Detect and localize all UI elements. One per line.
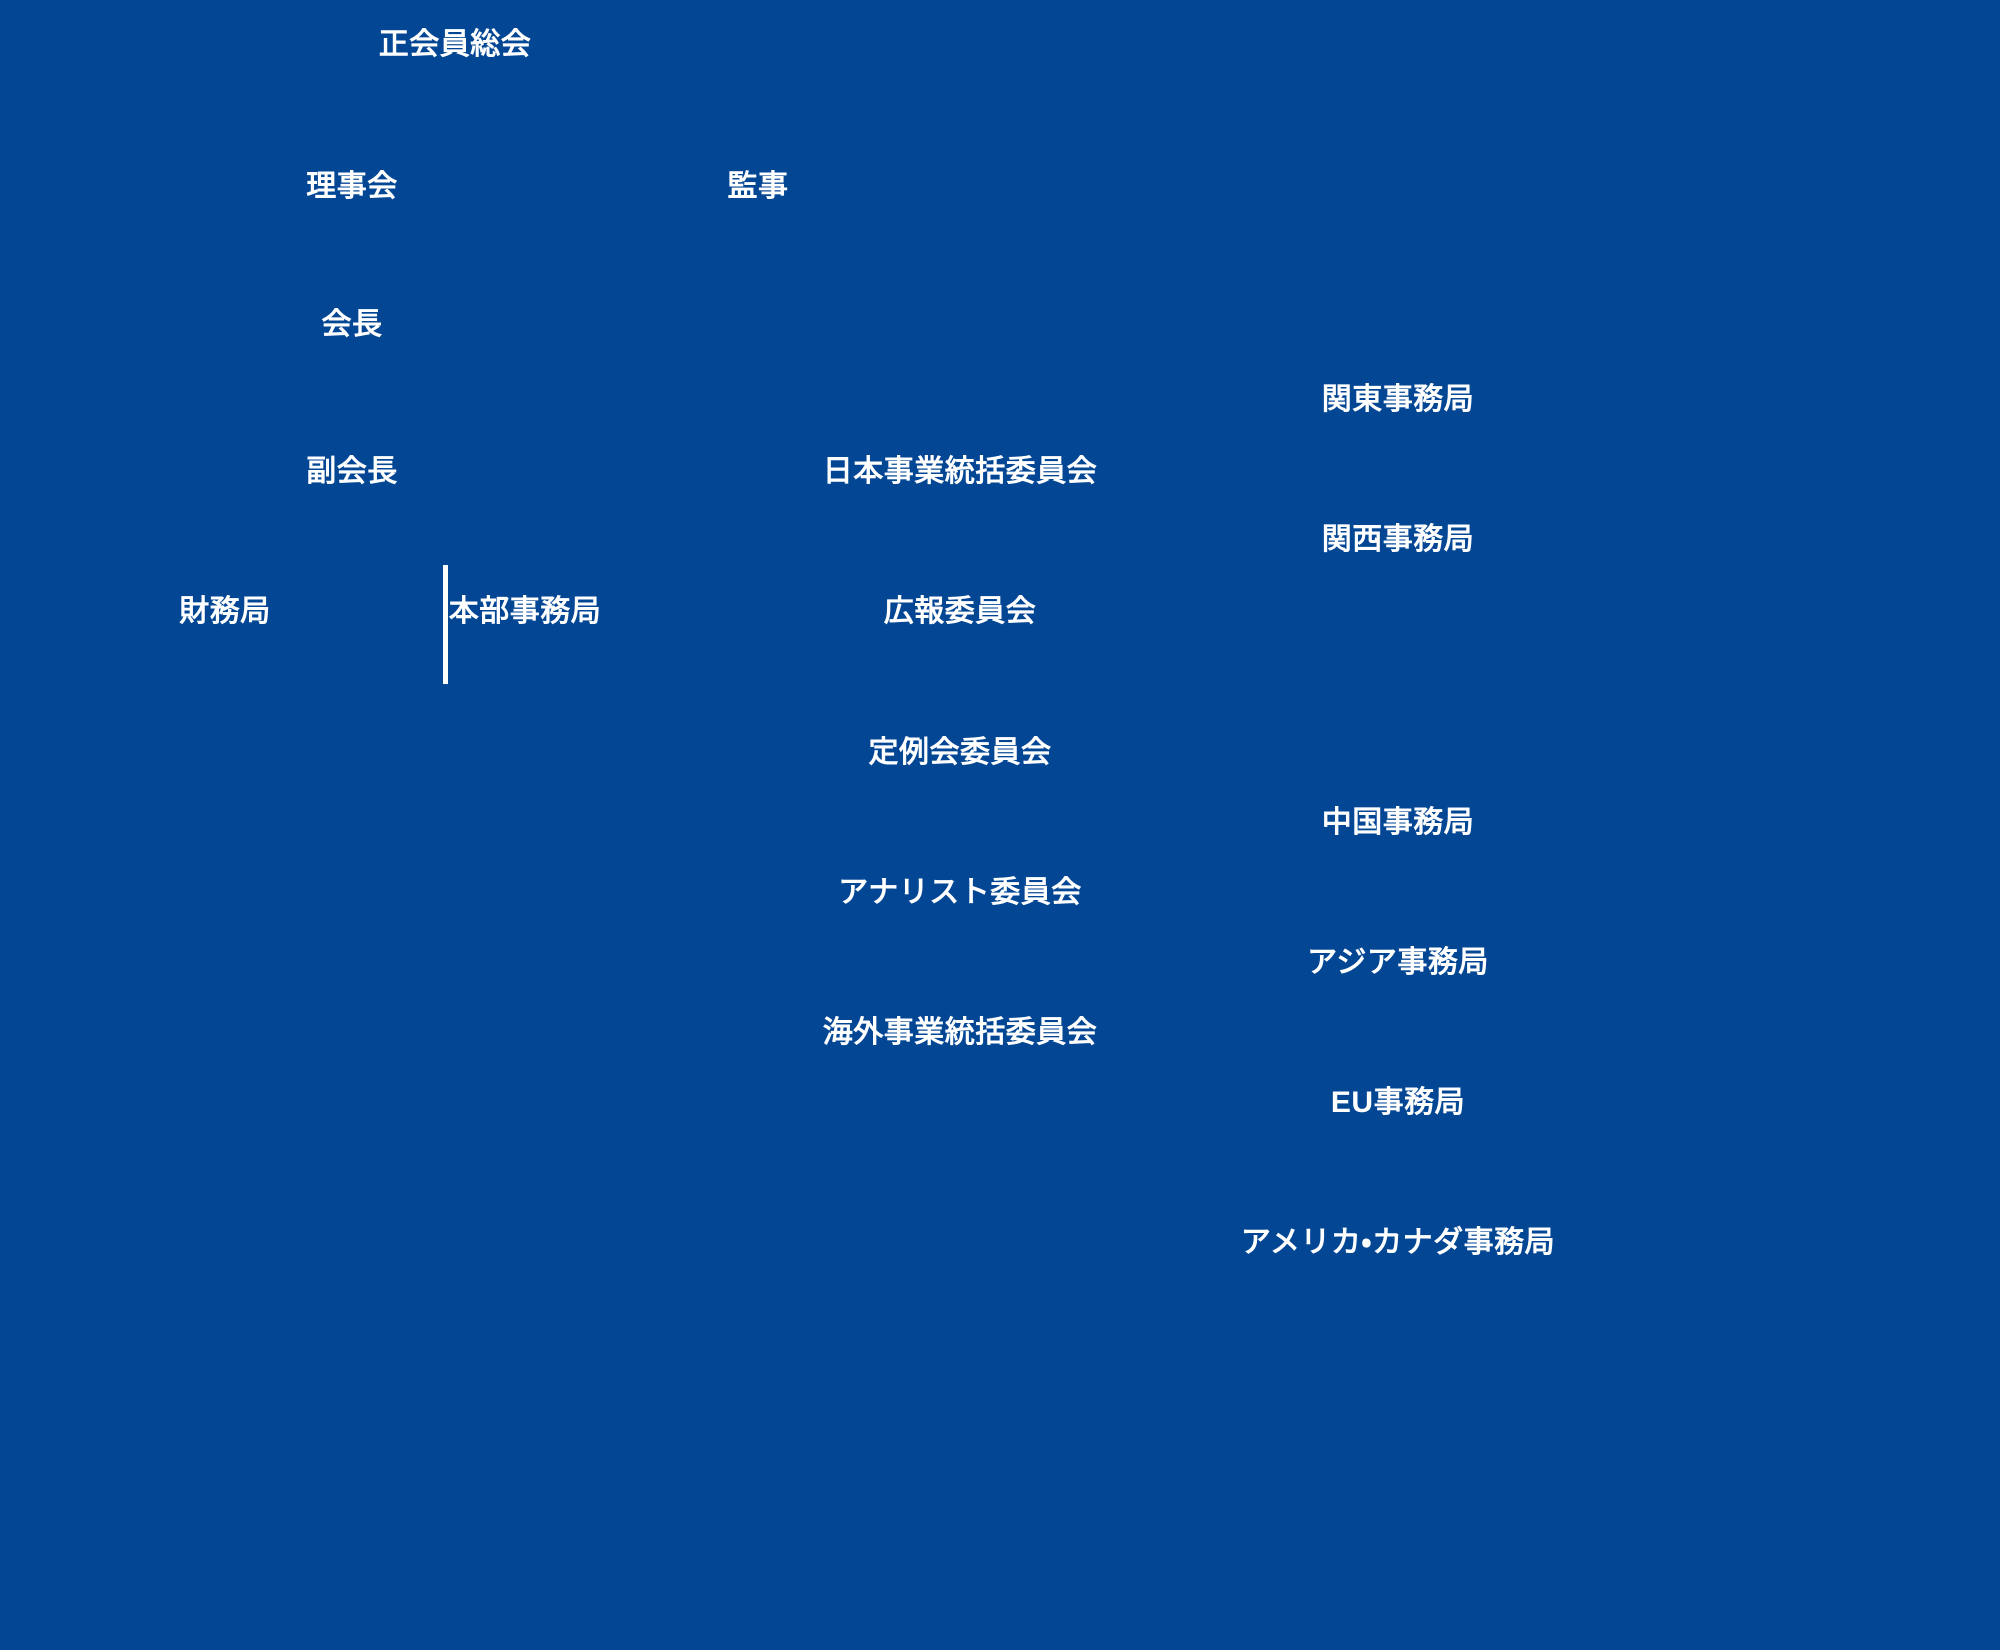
- node-president[interactable]: 会長: [321, 308, 383, 341]
- node-china-office[interactable]: 中国事務局: [1321, 806, 1475, 839]
- node-eu-office[interactable]: EU事務局: [1330, 1086, 1466, 1119]
- node-regular-meeting-committee[interactable]: 定例会委員会: [868, 736, 1052, 769]
- node-pr-committee[interactable]: 広報委員会: [883, 595, 1037, 628]
- node-board-of-directors[interactable]: 理事会: [306, 170, 398, 203]
- node-japan-business-committee[interactable]: 日本事業統括委員会: [822, 455, 1098, 488]
- node-general-assembly[interactable]: 正会員総会: [378, 28, 532, 61]
- node-vice-president[interactable]: 副会長: [306, 455, 398, 488]
- vertical-divider-line: [443, 565, 448, 684]
- node-kanto-office[interactable]: 関東事務局: [1321, 383, 1475, 416]
- node-head-office[interactable]: 本部事務局: [448, 595, 602, 628]
- node-america-canada-office[interactable]: アメリカ・カナダ事務局: [1240, 1226, 1556, 1259]
- node-kansai-office[interactable]: 関西事務局: [1321, 523, 1475, 556]
- node-asia-office[interactable]: アジア事務局: [1307, 946, 1489, 979]
- node-auditor[interactable]: 監事: [727, 170, 789, 203]
- node-overseas-business-committee[interactable]: 海外事業統括委員会: [822, 1016, 1098, 1049]
- node-finance-bureau[interactable]: 財務局: [179, 595, 271, 628]
- node-analyst-committee[interactable]: アナリスト委員会: [838, 876, 1082, 909]
